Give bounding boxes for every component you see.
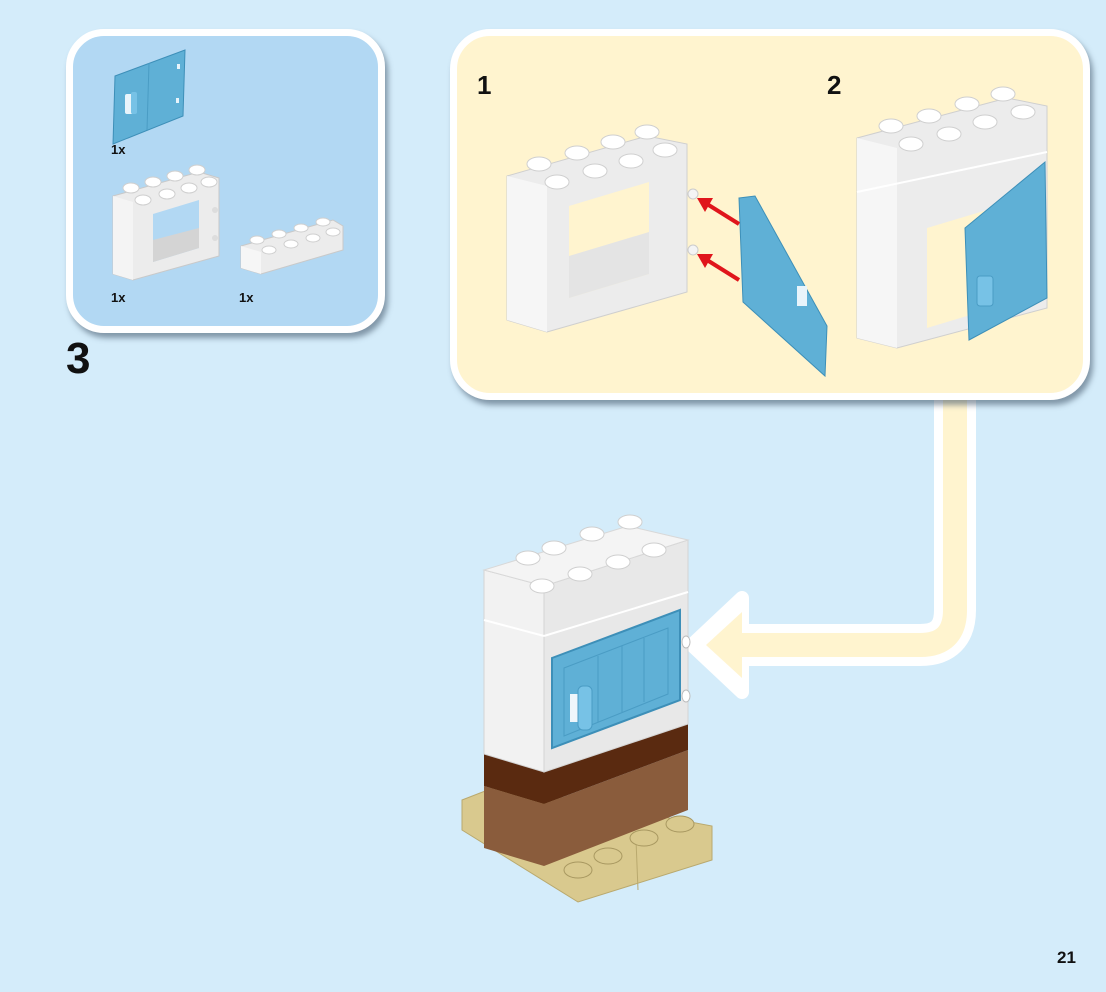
sub-step-2-illustration	[856, 86, 1048, 349]
sub-step-1-illustration	[506, 124, 828, 378]
parts-list-panel: 1x 1x 1x	[66, 29, 385, 333]
door-quantity: 1x	[111, 142, 126, 157]
frame-quantity: 1x	[111, 290, 126, 305]
window-frame-brick-icon	[112, 164, 220, 281]
step-number: 3	[66, 334, 91, 383]
sub-assembly-panel: 1 2	[450, 29, 1090, 400]
page-number: 21	[1057, 948, 1076, 967]
main-model-illustration	[461, 514, 713, 903]
sub-step-2-number: 2	[827, 70, 842, 100]
brick-quantity: 1x	[239, 290, 254, 305]
door-part-icon	[112, 49, 186, 145]
brick-2x4-icon	[240, 217, 344, 275]
sub-step-1-number: 1	[477, 70, 492, 100]
